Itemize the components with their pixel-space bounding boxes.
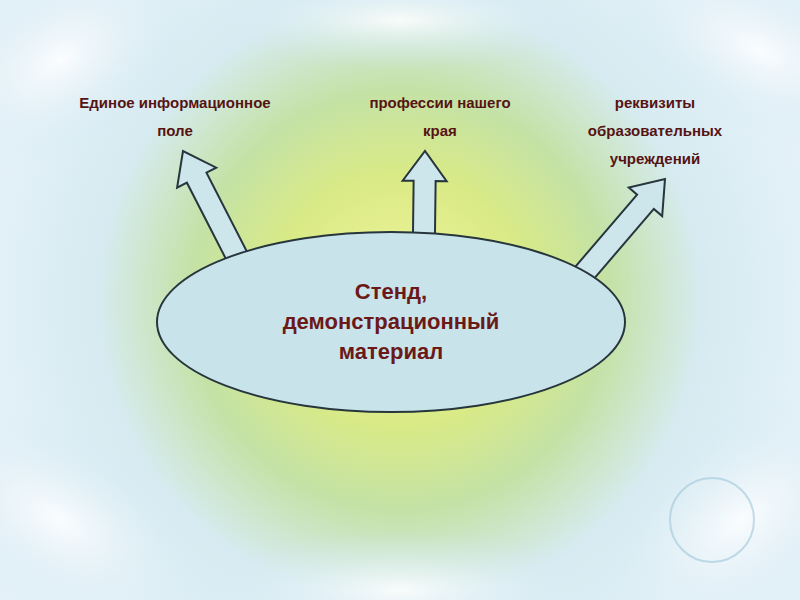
decor-ring: [670, 478, 754, 562]
petal: [180, 530, 620, 600]
label-text: Единое информационное поле: [66, 89, 285, 145]
petal: [200, 0, 600, 70]
target-label: Единое информационное поле: [66, 89, 285, 145]
ellipse-shape: [157, 232, 625, 412]
text-holder: Стенд, демонстрационный материал: [271, 277, 511, 367]
label-text: профессии нашего края: [351, 89, 530, 145]
label-text: реквизиты образовательных учреждений: [571, 89, 740, 173]
center-text: Стенд, демонстрационный материал: [271, 277, 511, 367]
target-label: профессии нашего края: [351, 89, 530, 145]
center-ellipse: Стенд, демонстрационный материал: [155, 230, 627, 414]
target-label: реквизиты образовательных учреждений: [571, 89, 740, 173]
